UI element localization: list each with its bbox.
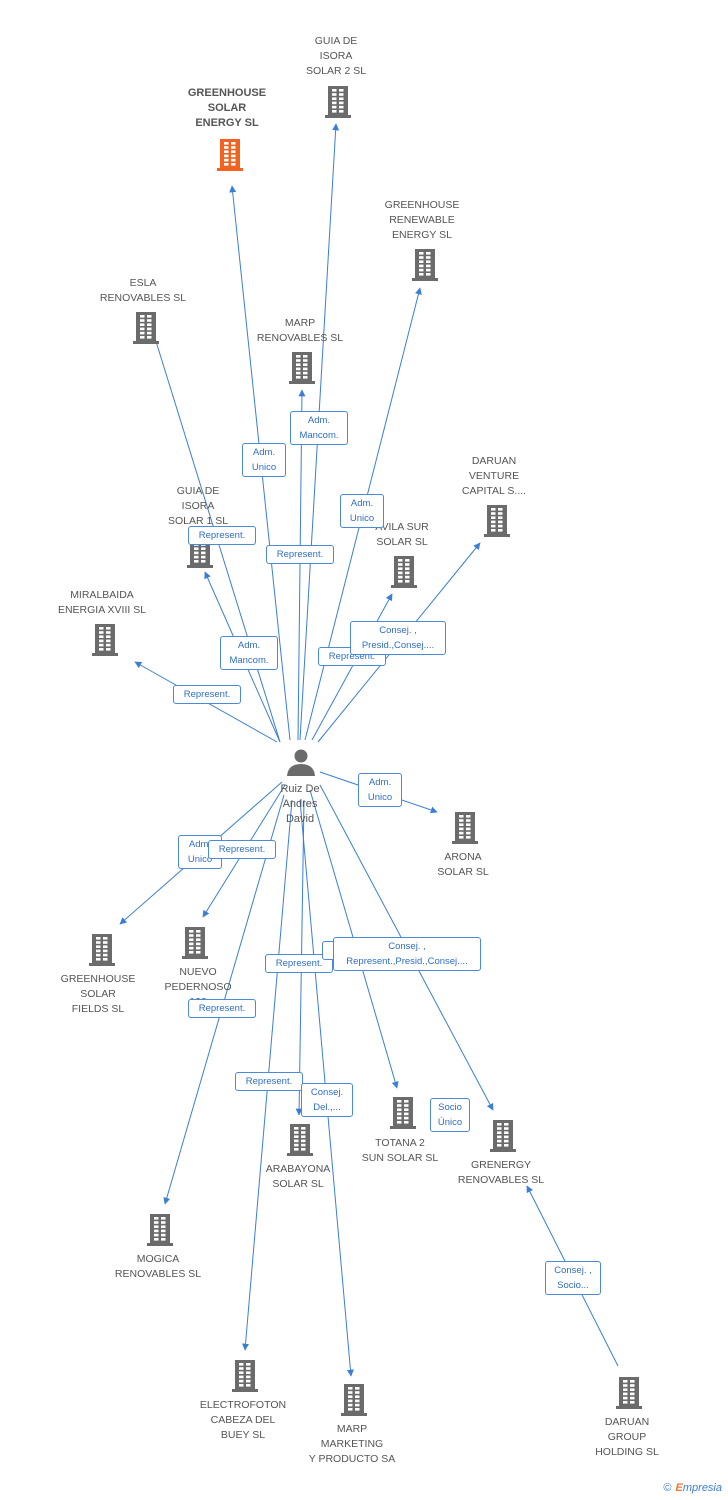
relation-label-e-marp: Represent. bbox=[266, 545, 334, 564]
company-label-marp-renov[interactable]: MARP RENOVABLES SL bbox=[256, 317, 344, 344]
relation-label-e-miral: Represent. bbox=[173, 685, 241, 704]
company-label-guia2[interactable]: GUIA DE ISORA SOLAR 2 SL bbox=[305, 35, 367, 77]
building-icon-arabayona[interactable] bbox=[287, 1124, 313, 1156]
building-icon-greenhouse-fields[interactable] bbox=[89, 934, 115, 966]
building-icon-grenergy[interactable] bbox=[490, 1120, 516, 1152]
company-label-electrofoton[interactable]: ELECTROFOTON CABEZA DEL BUEY SL bbox=[199, 1399, 287, 1441]
relation-label-e-daruang: Consej. , Socio... bbox=[545, 1261, 601, 1295]
building-icon-guia2[interactable] bbox=[325, 86, 351, 118]
building-icon-arona[interactable] bbox=[452, 812, 478, 844]
company-label-greenhouse-fields[interactable]: GREENHOUSE SOLAR FIELDS SL bbox=[60, 973, 136, 1015]
relation-label-e-electro: Represent. bbox=[235, 1072, 303, 1091]
relation-label-e-guia2: Adm. Mancom. bbox=[290, 411, 348, 445]
relation-label-e-gsolar: Adm. Unico bbox=[242, 443, 286, 477]
edge-to-avila bbox=[311, 593, 393, 741]
company-label-arabayona[interactable]: ARABAYONA SOLAR SL bbox=[265, 1163, 331, 1190]
building-icon-daruan-group[interactable] bbox=[616, 1377, 642, 1409]
building-icon-greenhouse-renew[interactable] bbox=[412, 249, 438, 281]
relation-label-e-guia1: Represent. bbox=[188, 526, 256, 545]
building-icon-miralbaida[interactable] bbox=[92, 624, 118, 656]
relation-label-e-arab: Represent. bbox=[265, 954, 333, 973]
building-icon-daruan-venture[interactable] bbox=[484, 505, 510, 537]
relation-label-e-esla: Adm. Mancom. bbox=[220, 636, 278, 670]
company-label-mogica[interactable]: MOGICA RENOVABLES SL bbox=[114, 1253, 202, 1280]
building-icon-nuevo[interactable] bbox=[182, 927, 208, 959]
edge-to-marp-renov bbox=[297, 389, 306, 741]
company-label-avila[interactable]: AVILA SUR SOLAR SL bbox=[375, 521, 429, 548]
company-label-miralbaida[interactable]: MIRALBAIDA ENERGIA XVIII SL bbox=[57, 589, 147, 616]
relation-label-e-grenergy: Consej. , Represent.,Presid.,Consej.... bbox=[333, 937, 481, 971]
empresia-watermark: ©Empresia bbox=[663, 1482, 722, 1494]
company-label-guia1[interactable]: GUIA DE ISORA SOLAR 1 SL bbox=[167, 485, 229, 527]
building-icon-avila[interactable] bbox=[391, 556, 417, 588]
relation-label-e-mogica: Represent. bbox=[188, 999, 256, 1018]
company-label-grenergy[interactable]: GRENERGY RENOVABLES SL bbox=[457, 1159, 545, 1186]
company-label-arona[interactable]: ARONA SOLAR SL bbox=[437, 851, 489, 878]
company-label-marp-marketing[interactable]: MARP MARKETING Y PRODUCTO SA bbox=[308, 1423, 396, 1465]
relation-label-e-nuevo: Represent. bbox=[208, 840, 276, 859]
company-label-greenhouse-renew[interactable]: GREENHOUSE RENEWABLE ENERGY SL bbox=[384, 199, 460, 241]
relation-label-e-arona: Adm. Unico bbox=[358, 773, 402, 807]
building-icon-esla[interactable] bbox=[133, 312, 159, 344]
building-icon-marp-renov[interactable] bbox=[289, 352, 315, 384]
company-label-esla[interactable]: ESLA RENOVABLES SL bbox=[99, 277, 187, 304]
relation-label-e-socio: Socio Único bbox=[430, 1098, 470, 1132]
building-icon-mogica[interactable] bbox=[147, 1214, 173, 1246]
company-label-daruan-group[interactable]: DARUAN GROUP HOLDING SL bbox=[595, 1416, 659, 1458]
building-icon-marp-marketing[interactable] bbox=[341, 1384, 367, 1416]
relation-label-e-grenew: Adm. Unico bbox=[340, 494, 384, 528]
building-icon-electrofoton[interactable] bbox=[232, 1360, 258, 1392]
company-label-greenhouse-solar[interactable]: GREENHOUSE SOLAR ENERGY SL bbox=[187, 87, 267, 129]
building-icon-totana[interactable] bbox=[390, 1097, 416, 1129]
relation-label-e-daruanv: Consej. , Presid.,Consej.... bbox=[350, 621, 446, 655]
relation-label-e-marpmk: Consej. Del.,... bbox=[301, 1083, 353, 1117]
person-name-label[interactable]: Ruiz De Andres David bbox=[280, 783, 320, 825]
company-label-daruan-venture[interactable]: DARUAN VENTURE CAPITAL S.... bbox=[461, 455, 527, 497]
company-label-totana[interactable]: TOTANA 2 SUN SOLAR SL bbox=[361, 1137, 439, 1164]
building-icon-greenhouse-solar[interactable] bbox=[217, 139, 243, 171]
person-icon[interactable] bbox=[287, 749, 315, 777]
